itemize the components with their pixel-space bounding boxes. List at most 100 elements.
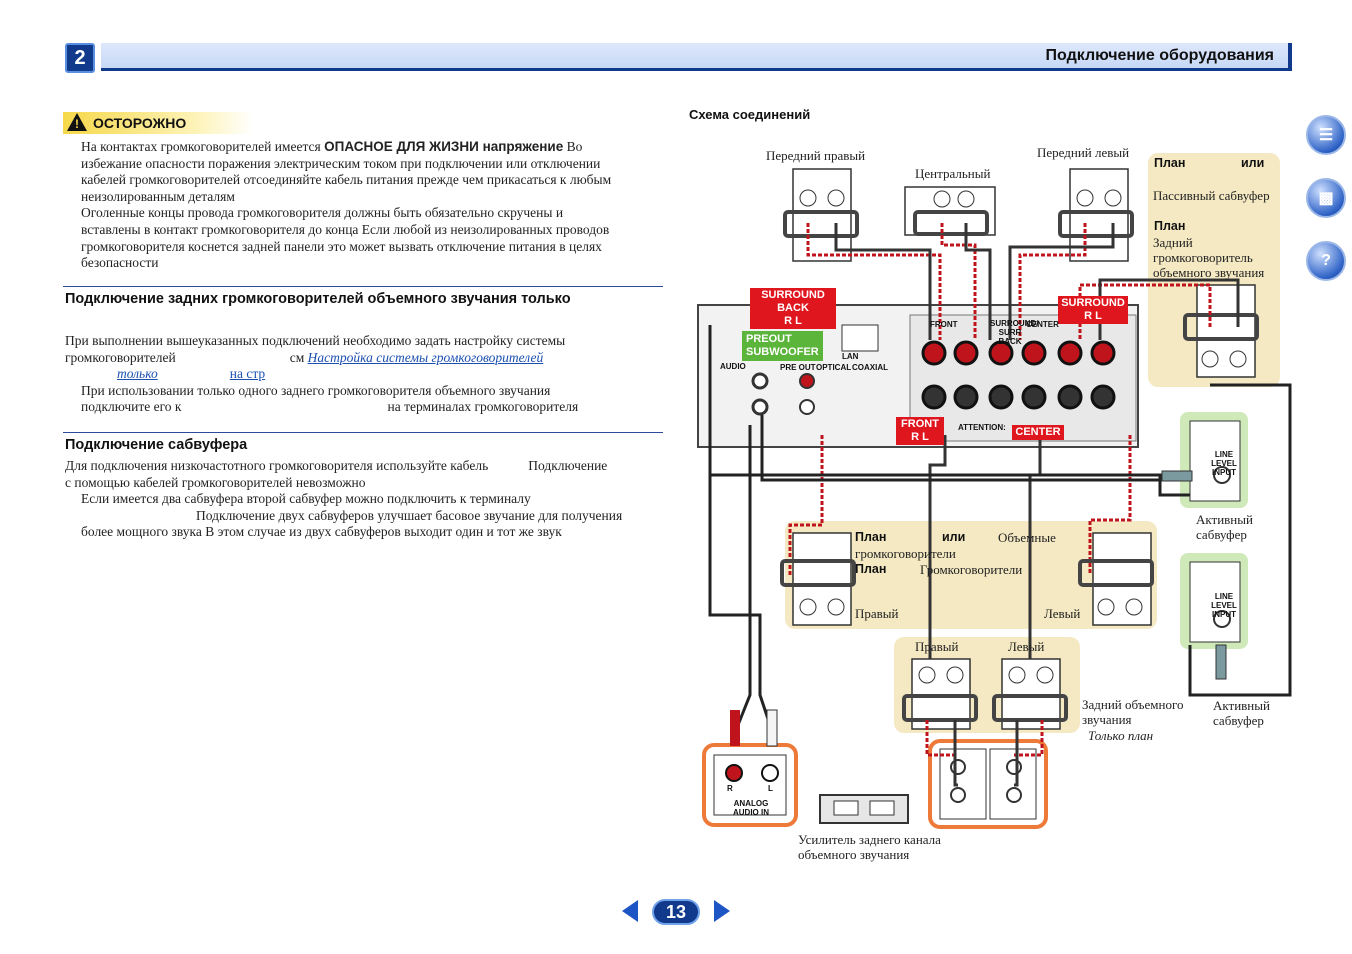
rear-line: громкоговорителей xyxy=(65,349,176,365)
amp-unit xyxy=(819,794,909,824)
tag-text: FRONT xyxy=(901,418,939,430)
caution-line: избежание опасности поражения электричес… xyxy=(81,155,601,171)
tag-text: SURROUND BACK xyxy=(761,289,825,314)
prev-page-button[interactable] xyxy=(622,900,638,922)
surround-back-left-speaker xyxy=(992,658,1068,730)
tag-text: PREOUT xyxy=(746,333,792,345)
r-label: R xyxy=(727,784,733,793)
center-label: Центральный xyxy=(915,166,991,181)
panel-attention: ATTENTION: xyxy=(958,423,1006,432)
tag-text: R L xyxy=(784,315,802,327)
chapter-badge: 2 xyxy=(65,43,95,73)
only-plan-label: Только план xyxy=(1088,728,1154,743)
surr-back-line: громкоговоритель xyxy=(1153,250,1253,265)
caution-text-a: На контактах громкоговорителей имеется xyxy=(81,139,321,154)
page-number: 13 xyxy=(652,899,700,925)
label-line: сабвуфер xyxy=(1213,713,1264,728)
caution-line: неизолированным деталям xyxy=(81,188,235,204)
front-right-label: Передний правый xyxy=(766,148,866,163)
remote-icon[interactable]: ▩ xyxy=(1306,178,1346,218)
panel-preout: PRE OUT xyxy=(780,363,816,372)
plan-c-area xyxy=(785,521,1157,629)
tag-text: INPUT xyxy=(1212,468,1236,477)
sub-line: Если имеется два сабвуфера второй сабвуф… xyxy=(81,491,531,507)
sub-line: более мощного звука В этом случае из дву… xyxy=(81,524,562,540)
tag-text: SUBWOOFER xyxy=(746,346,819,358)
panel-coaxial: COAXIAL xyxy=(852,363,888,372)
section-sub-body: Для подключения низкочастотного громкого… xyxy=(65,458,665,541)
panel-front: FRONT xyxy=(930,320,958,329)
speakers-d-label: Громкоговорители xyxy=(920,562,1023,577)
sub-line: с помощью кабелей громкоговорителей нево… xyxy=(65,474,366,490)
diagram-title: Схема соединений xyxy=(689,107,811,122)
rear-line: см xyxy=(289,349,305,365)
rear-line: на терминалах громкоговорителя xyxy=(387,399,579,415)
help-icon[interactable]: ? xyxy=(1306,241,1346,281)
plan-b-label: План xyxy=(1154,219,1186,233)
plan-a-label: План xyxy=(1154,156,1186,170)
tag-text: LINE LEVEL xyxy=(1211,450,1237,468)
analog-in-box xyxy=(702,743,798,827)
speakers-word: громкоговорители xyxy=(855,546,956,561)
settings-link[interactable]: Настройка системы громкоговорителей xyxy=(307,349,544,365)
caution-text-b: Во xyxy=(566,139,583,154)
panel-audio: AUDIO xyxy=(720,362,746,371)
l-label: L xyxy=(768,784,773,793)
book-icon[interactable]: ☰ xyxy=(1306,115,1346,155)
plan-d-label: План xyxy=(855,562,887,576)
panel-lan: LAN xyxy=(842,352,859,361)
surround-right-speaker xyxy=(780,532,856,626)
next-page-button[interactable] xyxy=(714,900,730,922)
caution-line: громкоговорителя коснется задней панели … xyxy=(81,238,602,254)
page-ref-link[interactable]: на стр xyxy=(229,366,266,382)
section-divider xyxy=(63,286,663,287)
section-heading-rear: Подключение задних громкоговорителей объ… xyxy=(65,291,571,307)
sub-line: Подключение xyxy=(528,458,608,473)
only-link[interactable]: только xyxy=(117,366,158,382)
label-line: Активный xyxy=(1213,698,1270,713)
tag-text: INPUT xyxy=(1212,610,1236,619)
passive-sub-label: Пассивный сабвуфер xyxy=(1153,188,1270,203)
tag-text: R L xyxy=(1084,310,1102,322)
caution-line: вставлены в контакт громкоговорителя до … xyxy=(81,221,610,237)
center-tag: CENTER xyxy=(1012,425,1064,440)
sub-line: Подключение двух сабвуферов улучшает бас… xyxy=(196,507,623,523)
section-heading-sub: Подключение сабвуфера xyxy=(65,437,248,453)
passive-sub-speaker xyxy=(1183,284,1259,378)
label-line: объемного звучания xyxy=(798,847,910,862)
rear-line: При выполнении вышеуказанных подключений… xyxy=(65,333,566,348)
caution-line: кабелей громкоговорителей отсоединяйте к… xyxy=(81,172,612,188)
caution-label: ОСТОРОЖНО xyxy=(93,115,187,131)
rear-line: При использовании только одного заднего … xyxy=(81,382,551,398)
header-bar: Подключение оборудования xyxy=(101,43,1292,71)
surround-back-right-speaker xyxy=(902,658,978,730)
caution-text-bold: ОПАСНОЕ ДЛЯ ЖИЗНИ напряжение xyxy=(324,139,564,154)
center-speaker xyxy=(904,186,996,236)
label-line: звучания xyxy=(1082,712,1132,727)
surr-back-line: объемного звучания xyxy=(1153,265,1265,280)
tag-text: AUDIO IN xyxy=(733,808,769,817)
label-line: Усилитель заднего канала xyxy=(798,832,941,847)
warning-icon: ! xyxy=(67,113,87,131)
left-label: Левый xyxy=(1044,606,1081,621)
caution-line: Оголенные концы провода громкоговорителя… xyxy=(81,205,564,221)
sub-line: Для подключения низкочастотного громкого… xyxy=(65,458,489,473)
tag-text: LINE LEVEL xyxy=(1211,592,1237,610)
caution-banner: ! ОСТОРОЖНО xyxy=(63,112,253,134)
caution-line: безопасности xyxy=(81,255,159,271)
caution-text: На контактах громкоговорителей имеется О… xyxy=(81,139,671,272)
surround-left-speaker xyxy=(1078,532,1154,626)
left-label-2: Левый xyxy=(1008,639,1045,654)
connection-diagram xyxy=(697,153,1292,829)
plan-c-label: План xyxy=(855,530,887,544)
section-divider xyxy=(63,432,663,433)
